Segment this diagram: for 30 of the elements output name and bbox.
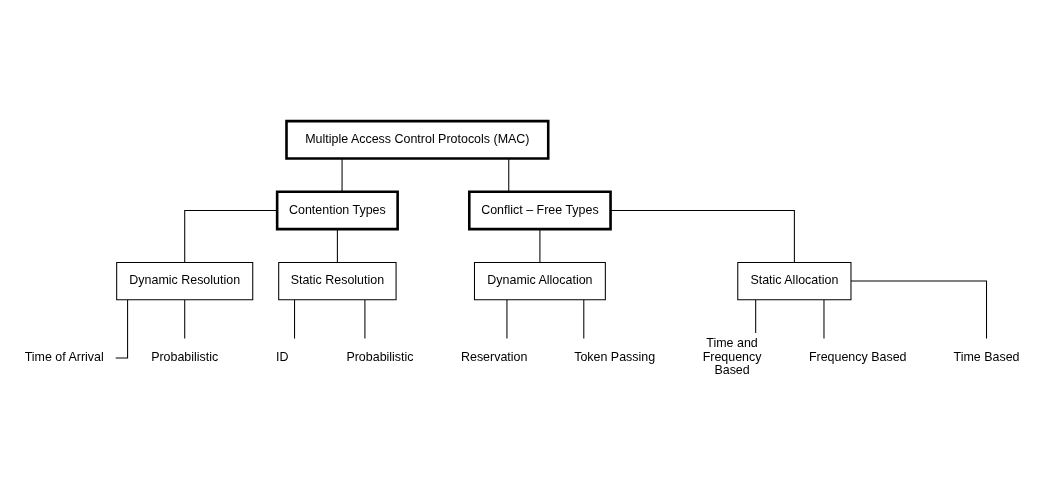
connector [823, 299, 825, 340]
node-text: Time of Arrival [24, 349, 104, 364]
node-text: Frequency Based [808, 349, 907, 364]
node-text: ID [276, 349, 289, 364]
connector [508, 158, 510, 192]
node-text: Probabilistic [346, 349, 414, 364]
node-text: Time and Frequency Based [702, 336, 762, 378]
connector [184, 299, 186, 340]
connector [850, 280, 988, 340]
connector [506, 299, 508, 340]
node-box: Conflict – Free Types [468, 190, 612, 231]
connector [539, 228, 541, 263]
connector [336, 228, 338, 263]
node-box: Static Resolution [278, 261, 397, 301]
connector [610, 209, 795, 263]
node-text: Time Based [953, 349, 1020, 364]
node-text: Token Passing [574, 349, 656, 364]
node-box: Dynamic Resolution [116, 261, 254, 301]
connector [341, 158, 343, 192]
connector [364, 299, 366, 340]
connector [583, 299, 585, 340]
connector [294, 299, 296, 340]
node-text: Probabilistic [151, 349, 219, 364]
node-box: Multiple Access Control Protocols (MAC) [285, 119, 550, 160]
node-box: Static Allocation [737, 261, 852, 301]
connector [184, 209, 278, 263]
connector [755, 299, 757, 334]
node-box: Dynamic Allocation [473, 261, 606, 301]
node-text: Reservation [460, 349, 528, 364]
node-box: Contention Types [275, 190, 399, 231]
